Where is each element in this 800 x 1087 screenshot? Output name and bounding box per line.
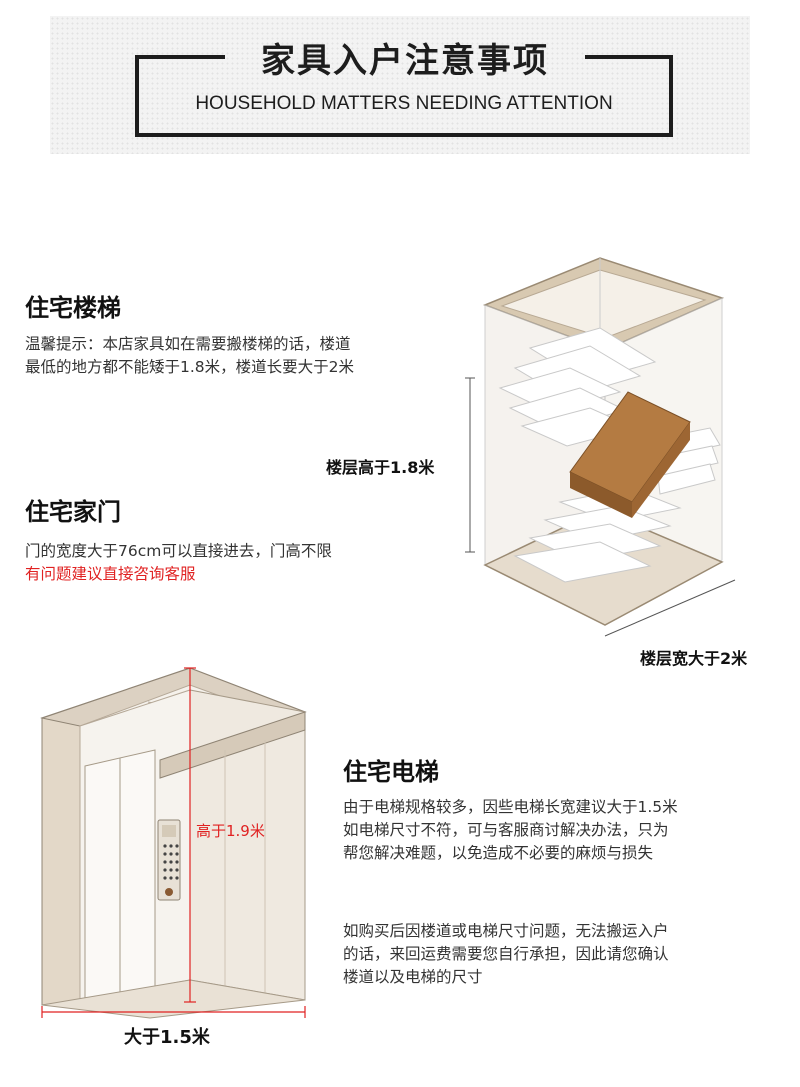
door-heading: 住宅家门 bbox=[25, 498, 121, 526]
elevator-heading: 住宅电梯 bbox=[343, 758, 439, 786]
stairs-width-label: 楼层宽大于2米 bbox=[640, 649, 748, 668]
elevator-height-label: 高于1.9米 bbox=[196, 822, 265, 840]
elevator-illustration bbox=[40, 667, 307, 1019]
page-subtitle: HOUSEHOLD MATTERS NEEDING ATTENTION bbox=[195, 93, 613, 114]
elevator-width-label: 大于1.5米 bbox=[124, 1027, 210, 1048]
elevator-para1-line1: 由于电梯规格较多，因些电梯长宽建议大于1.5米 bbox=[343, 798, 678, 816]
elevator-para1-line3: 帮您解决难题，以免造成不必要的麻烦与损失 bbox=[343, 844, 654, 862]
header-frame bbox=[135, 55, 673, 137]
elevator-para1-line2: 如电梯尺寸不符，可与客服商讨解决办法，只为 bbox=[343, 821, 669, 839]
header-frame-top-right bbox=[585, 55, 669, 59]
page-title: 家具入户注意事项 bbox=[261, 41, 549, 81]
stairs-height-label: 楼层高于1.8米 bbox=[326, 458, 435, 477]
stairs-text-line1: 温馨提示：本店家具如在需要搬楼梯的话，楼道 bbox=[25, 335, 351, 353]
header-frame-top-left bbox=[135, 55, 225, 59]
elevator-para2-line1: 如购买后因楼道或电梯尺寸问题，无法搬运入户 bbox=[343, 922, 669, 940]
door-text-line1: 门的宽度大于76cm可以直接进去，门高不限 bbox=[25, 542, 332, 560]
elevator-para2-line2: 的话，来回运费需要您自行承担，因此请您确认 bbox=[343, 945, 669, 963]
header-background bbox=[50, 16, 750, 154]
door-text-line2: 有问题建议直接咨询客服 bbox=[25, 565, 196, 583]
elevator-para2-line3: 楼道以及电梯的尺寸 bbox=[343, 968, 483, 986]
stair-illustration bbox=[465, 257, 736, 637]
stairs-heading: 住宅楼梯 bbox=[25, 294, 121, 322]
stairs-text-line2: 最低的地方都不能矮于1.8米，楼道长要大于2米 bbox=[25, 358, 355, 376]
